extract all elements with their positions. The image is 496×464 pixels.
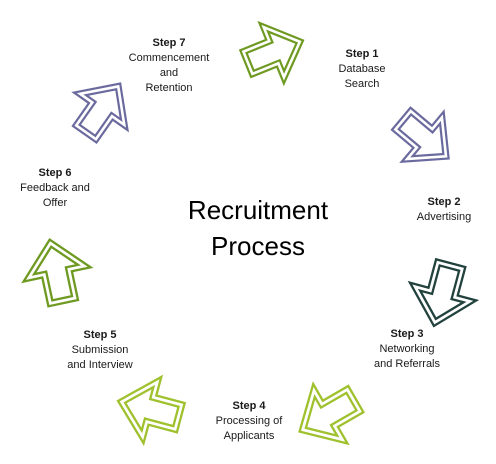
arrow-step1-to-step2 bbox=[390, 106, 450, 164]
step-2-number: Step 2 bbox=[427, 196, 461, 208]
step-6-number: Step 6 bbox=[38, 167, 72, 179]
step-6-text-line-1: Feedback and bbox=[20, 182, 90, 194]
arrow-step3-to-step4 bbox=[298, 381, 365, 446]
step-3-text-line-1: Networking bbox=[379, 343, 435, 355]
step-2-text-line-1: Advertising bbox=[416, 211, 472, 223]
step-7-label: Step 7 Commencement and Retention bbox=[117, 36, 221, 96]
step-7-number: Step 7 bbox=[152, 37, 186, 49]
step-5-text-line-2: and Interview bbox=[67, 359, 133, 371]
step-5-text-line-1: Submission bbox=[71, 344, 129, 356]
step-1-number: Step 1 bbox=[345, 48, 379, 60]
step-2-label: Step 2 Advertising bbox=[394, 195, 494, 225]
step-1-text-line-1: Database bbox=[338, 63, 386, 75]
arrow-step5-to-step6 bbox=[21, 238, 94, 308]
title-line-2: Process bbox=[211, 231, 305, 261]
title-line-1: Recruitment bbox=[187, 195, 329, 225]
step-7-text-line-1: Commencement bbox=[128, 52, 210, 64]
diagram-title: Recruitment Process bbox=[150, 192, 366, 264]
step-5-number: Step 5 bbox=[83, 329, 117, 341]
step-4-label: Step 4 Processing of Applicants bbox=[197, 399, 301, 444]
step-1-label: Step 1 Database Search bbox=[312, 47, 412, 92]
step-1-text-line-2: Search bbox=[344, 78, 380, 90]
arrow-step4-to-step5 bbox=[116, 374, 187, 447]
step-3-label: Step 3 Networking and Referrals bbox=[355, 327, 459, 372]
arrow-step2-to-step3 bbox=[407, 257, 480, 328]
arrow-step6-to-step7 bbox=[71, 82, 130, 145]
step-3-text-line-2: and Referrals bbox=[373, 358, 441, 370]
step-6-text-line-2: Offer bbox=[42, 197, 68, 209]
step-5-label: Step 5 Submission and Interview bbox=[45, 328, 155, 373]
step-4-text-line-2: Applicants bbox=[223, 430, 275, 442]
step-4-text-line-1: Processing of bbox=[215, 415, 283, 427]
step-6-label: Step 6 Feedback and Offer bbox=[5, 166, 105, 211]
step-7-text-line-2: and bbox=[159, 67, 179, 79]
step-3-number: Step 3 bbox=[390, 328, 424, 340]
step-7-text-line-3: Retention bbox=[145, 82, 193, 94]
step-4-number: Step 4 bbox=[232, 400, 266, 412]
arrow-step7-to-step1 bbox=[238, 20, 305, 87]
